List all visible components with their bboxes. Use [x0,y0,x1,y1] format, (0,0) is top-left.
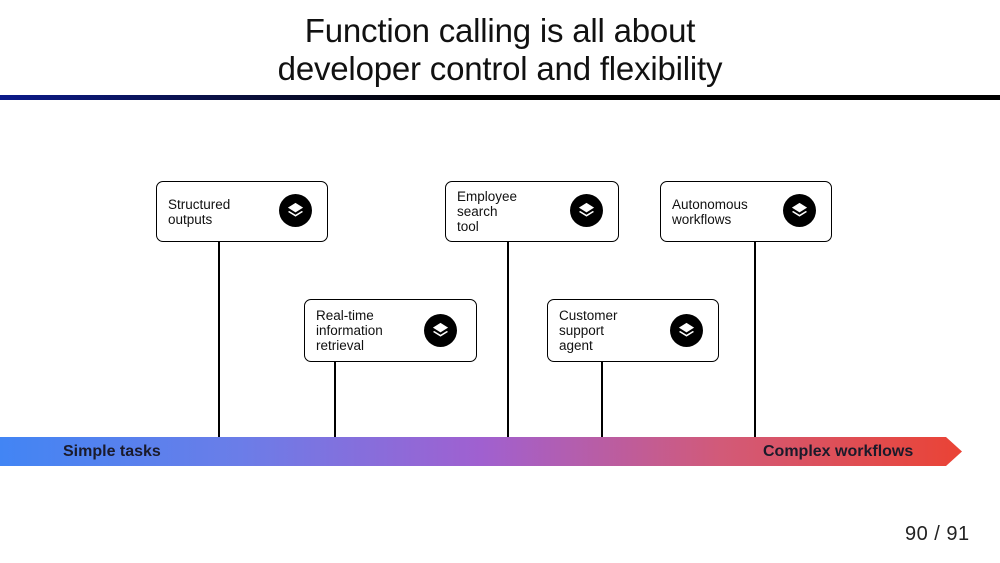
milestone-card-structured-outputs: Structured outputs [156,181,328,242]
milestone-card-real-time-retrieval: Real-time information retrieval [304,299,477,362]
title-divider [0,95,1000,100]
layers-icon [424,314,457,347]
milestone-label: Structured outputs [168,197,231,227]
milestone-card-autonomous-workflows: Autonomous workflows [660,181,832,242]
milestone-label: Autonomous workflows [672,197,748,227]
layers-icon [570,194,603,227]
milestone-stem-customer-support [601,361,603,437]
layers-icon [279,194,312,227]
milestone-card-employee-search: Employee search tool [445,181,619,242]
milestone-label: Employee search tool [457,189,518,234]
axis-start-label: Simple tasks [63,443,161,460]
milestone-stem-structured-outputs [218,241,220,437]
milestone-label: Customer support agent [559,308,618,353]
complexity-arrow [0,437,962,466]
milestone-stem-real-time-retrieval [334,361,336,437]
layers-icon [783,194,816,227]
slide-title-line-1: Function calling is all about [304,12,696,49]
milestone-stem-autonomous-workflows [754,241,756,437]
page-indicator: 90 / 91 [905,523,970,545]
milestone-card-customer-support: Customer support agent [547,299,719,362]
layers-icon [670,314,703,347]
slide-title: Function calling is all about developer … [0,12,1000,88]
axis-end-label: Complex workflows [763,443,914,460]
milestone-label: Real-time information retrieval [316,308,383,353]
slide-title-line-2: developer control and flexibility [277,50,723,87]
milestone-stem-employee-search [507,241,509,437]
